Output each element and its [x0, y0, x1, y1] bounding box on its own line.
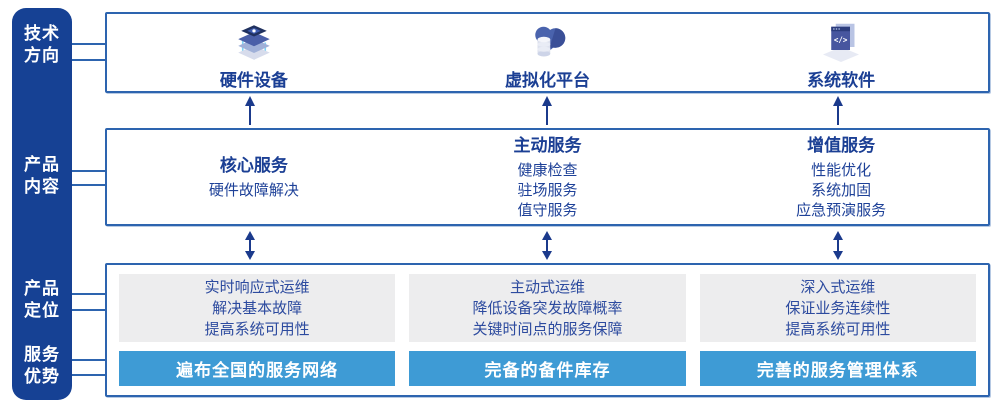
sidebar-label-line: 技术 [24, 24, 60, 43]
svc-col-value-added: 增值服务 性能优化 系统加固 应急预演服务 [694, 130, 988, 224]
advantage-banner-network: 遍布全国的服务网络 [119, 351, 396, 386]
product-content-panel: 核心服务 硬件故障解决 主动服务 健康检查 驻场服务 值守服务 增值服务 性能优… [105, 128, 990, 226]
sidebar-label-service-advantage: 服务 优势 [12, 344, 72, 388]
double-arrow-icon [541, 231, 553, 265]
connector-line [72, 359, 105, 361]
up-arrow-icon [541, 96, 553, 131]
svc-item: 性能优化 [811, 161, 872, 179]
sidebar-label-line: 产品 [24, 279, 60, 298]
tech-label-virtualization: 虚拟化平台 [505, 71, 590, 90]
positioning-line: 深入式运维 [800, 278, 876, 296]
svc-title-core: 核心服务 [219, 155, 288, 175]
positioning-line: 主动式运维 [509, 278, 585, 296]
svc-title-proactive: 主动服务 [513, 135, 582, 155]
positioning-card: 深入式运维 保证业务连续性 提高系统可用性 [699, 274, 976, 343]
sidebar-label-line: 服务 [24, 345, 60, 364]
connector-line [72, 170, 105, 172]
up-arrow-icon [832, 96, 844, 131]
positioning-advantage-panel: 实时响应式运维 解决基本故障 提高系统可用性 遍布全国的服务网络 主动式运维 降… [105, 263, 990, 397]
positioning-card: 主动式运维 降低设备突发故障概率 关键时间点的服务保障 [409, 274, 686, 343]
positioning-line: 降低设备突发故障概率 [472, 299, 623, 317]
tech-label-hardware: 硬件设备 [219, 71, 288, 90]
svc-item: 硬件故障解决 [208, 181, 299, 199]
svc-item: 健康检查 [517, 161, 578, 179]
sidebar-label-line: 方向 [24, 46, 60, 65]
sidebar-category-bar: 技术 方向 产品 内容 产品 定位 服务 优势 [12, 8, 72, 400]
positioning-line: 实时响应式运维 [204, 278, 310, 296]
svc-item: 驻场服务 [517, 181, 578, 199]
svc-item: 应急预演服务 [796, 201, 887, 219]
positioning-card: 实时响应式运维 解决基本故障 提高系统可用性 [119, 274, 396, 343]
tech-col-hardware: 硬件设备 [107, 14, 401, 91]
advantage-banner-management: 完善的服务管理体系 [699, 351, 976, 386]
tech-col-virtualization: 虚拟化平台 [401, 14, 695, 91]
advantage-banner-spareparts: 完备的备件库存 [409, 351, 686, 386]
positioning-line: 提高系统可用性 [785, 320, 891, 338]
server-stack-icon [238, 25, 270, 60]
positioning-line: 提高系统可用性 [204, 320, 310, 338]
svc-item: 值守服务 [517, 201, 578, 219]
svg-text:</>: </> [834, 36, 848, 45]
positioning-line: 解决基本故障 [212, 299, 303, 317]
cloud-database-icon [534, 26, 565, 57]
sidebar-label-product-content: 产品 内容 [12, 154, 72, 198]
connector-line [72, 293, 105, 295]
svc-col-proactive: 主动服务 健康检查 驻场服务 值守服务 [401, 130, 695, 224]
sidebar-label-line: 定位 [24, 301, 60, 320]
connector-line [72, 43, 105, 45]
pos-col-proactive: 主动式运维 降低设备突发故障概率 关键时间点的服务保障 完备的备件库存 [409, 274, 686, 386]
pos-col-deep: 深入式运维 保证业务连续性 提高系统可用性 完善的服务管理体系 [699, 274, 976, 386]
sidebar-label-tech-direction: 技术 方向 [12, 23, 72, 67]
sidebar-label-line: 优势 [24, 367, 60, 386]
sidebar-label-product-positioning: 产品 定位 [12, 278, 72, 322]
positioning-line: 保证业务连续性 [785, 299, 891, 317]
double-arrow-icon [244, 231, 256, 265]
code-window-icon: </> [823, 23, 860, 62]
svc-col-core: 核心服务 硬件故障解决 [107, 130, 401, 224]
svc-item: 系统加固 [811, 181, 872, 199]
positioning-line: 关键时间点的服务保障 [472, 320, 623, 338]
connector-line [72, 374, 105, 376]
double-arrow-icon [832, 231, 844, 265]
connector-line [72, 309, 105, 311]
connector-line [72, 184, 105, 186]
connector-line [72, 59, 105, 61]
pos-col-realtime: 实时响应式运维 解决基本故障 提高系统可用性 遍布全国的服务网络 [119, 274, 396, 386]
up-arrow-icon [244, 96, 256, 131]
tech-label-software: 系统软件 [807, 71, 876, 90]
tech-col-software: </> 系统软件 [694, 14, 988, 91]
svc-title-value-added: 增值服务 [807, 135, 876, 155]
sidebar-label-line: 产品 [24, 155, 60, 174]
sidebar-label-line: 内容 [24, 177, 60, 196]
tech-direction-panel: 硬件设备 虚拟化平台 [105, 12, 990, 93]
